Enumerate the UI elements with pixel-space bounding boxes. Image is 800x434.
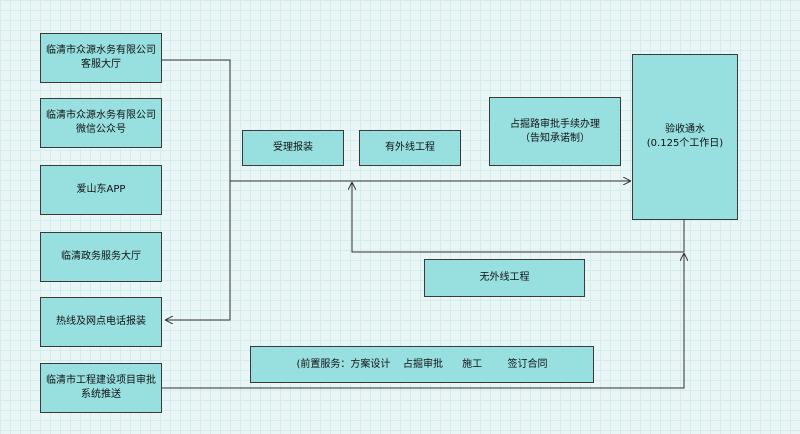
- node-external-no: 无外线工程: [424, 259, 585, 297]
- node-hotline-label: 热线及网点电话报装: [56, 316, 146, 327]
- edge-system-to-acceptance: [162, 254, 684, 389]
- node-external-no-label: 无外线工程: [479, 272, 530, 283]
- node-accept-label: 受理报装: [273, 142, 313, 153]
- node-external-yes: 有外线工程: [359, 130, 461, 166]
- node-service-hall-line1: 临清市众源水务有限公司: [46, 45, 156, 56]
- node-wechat: 临清市众源水务有限公司 微信公众号: [40, 98, 162, 148]
- edge-service-hall-to-hotline: [162, 59, 231, 320]
- node-approval-system-line2: 系统推送: [81, 389, 121, 400]
- node-road-permit-line2: （告知承诺制）: [520, 132, 590, 144]
- node-acceptance-line2: (0.125个工作日): [646, 138, 724, 149]
- node-acceptance-line1: 验收通水: [665, 124, 705, 135]
- node-accept: 受理报装: [242, 130, 344, 166]
- node-acceptance: 验收通水 (0.125个工作日): [632, 54, 738, 220]
- node-service-hall-line2: 客服大厅: [81, 59, 121, 70]
- node-hotline: 热线及网点电话报装: [40, 297, 162, 347]
- node-pre-service-label: (前置服务：方案设计 占掘审批 施工 签订合同: [296, 358, 548, 370]
- edge-loop-to-external: [352, 183, 685, 253]
- node-gov-hall: 临清政务服务大厅: [40, 232, 162, 282]
- node-external-yes-label: 有外线工程: [385, 142, 435, 153]
- node-road-permit: 占掘路审批手续办理 （告知承诺制）: [489, 97, 621, 166]
- node-approval-system: 临清市工程建设项目审批 系统推送: [40, 363, 162, 413]
- node-pre-service: (前置服务：方案设计 占掘审批 施工 签订合同: [250, 346, 594, 383]
- node-approval-system-line1: 临清市工程建设项目审批: [46, 375, 156, 386]
- node-app-label: 爱山东APP: [76, 184, 126, 195]
- node-road-permit-line1: 占掘路审批手续办理: [510, 118, 600, 130]
- node-service-hall: 临清市众源水务有限公司 客服大厅: [40, 33, 162, 83]
- node-wechat-line1: 临清市众源水务有限公司: [46, 110, 156, 121]
- node-wechat-line2: 微信公众号: [76, 124, 126, 135]
- node-gov-hall-label: 临清政务服务大厅: [61, 251, 141, 262]
- node-app: 爱山东APP: [40, 165, 162, 215]
